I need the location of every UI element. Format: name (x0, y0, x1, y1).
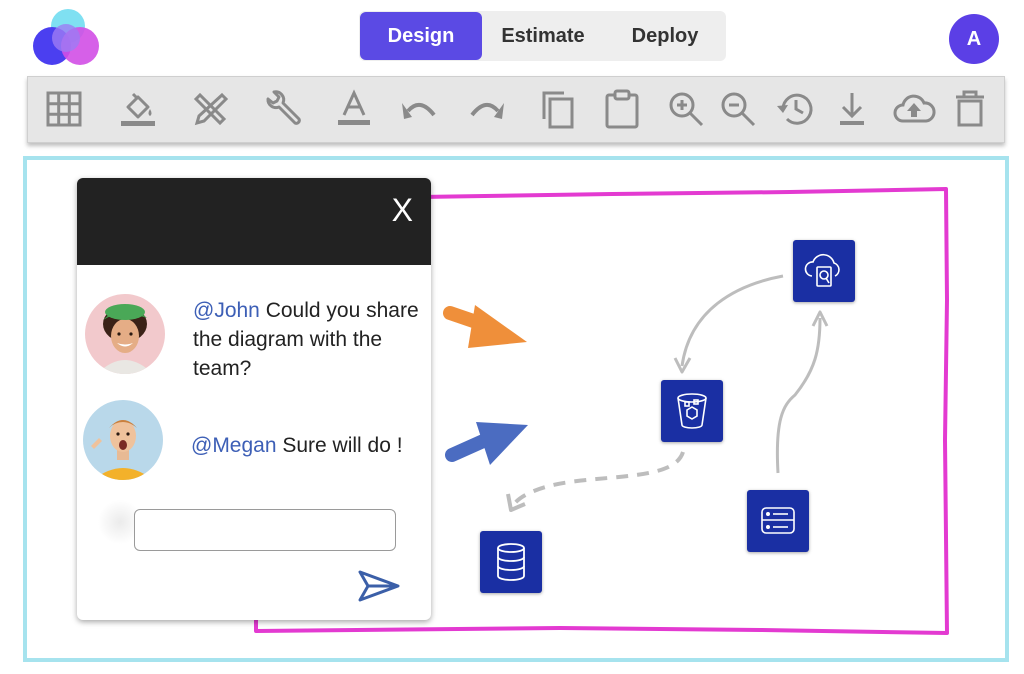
chat-message-1-text: Could you share the diagram with the tea… (193, 299, 419, 380)
mention-megan[interactable]: @Megan (191, 434, 277, 457)
sketch-frame (254, 187, 949, 635)
redo-icon[interactable] (464, 87, 508, 131)
mention-john[interactable]: @John (193, 299, 260, 322)
send-icon[interactable] (358, 570, 400, 602)
avatar-megan-responder (83, 400, 163, 480)
cloud-upload-icon[interactable] (892, 87, 936, 131)
toolbar (27, 76, 1005, 143)
avatar-john-requester (85, 294, 165, 374)
user-avatar[interactable]: A (949, 14, 999, 64)
chat-message-input[interactable] (134, 509, 396, 551)
connector-cloud-bucket (673, 274, 784, 374)
app-logo (28, 6, 104, 66)
history-icon[interactable] (774, 87, 818, 131)
undo-icon[interactable] (398, 87, 442, 131)
cloud-storage-icon[interactable] (793, 240, 855, 302)
text-color-icon[interactable] (332, 87, 376, 131)
mode-tabs: Design Estimate Deploy (359, 11, 726, 61)
chat-panel: X @John Could you share the diagram with… (77, 178, 431, 620)
tab-design[interactable]: Design (360, 12, 482, 60)
tab-deploy[interactable]: Deploy (631, 24, 699, 47)
orange-arrow (443, 305, 527, 348)
grid-icon[interactable] (42, 87, 86, 131)
wrench-icon[interactable] (260, 87, 304, 131)
server-icon[interactable] (747, 490, 809, 552)
connector-server-cloud (775, 310, 829, 474)
chat-message-2-text: Sure will do ! (276, 434, 403, 457)
copy-icon[interactable] (536, 87, 580, 131)
zoom-out-icon[interactable] (716, 87, 760, 131)
fill-color-icon[interactable] (116, 87, 160, 131)
connector-bucket-database (506, 451, 685, 512)
chat-header: X (77, 178, 431, 265)
close-button[interactable]: X (391, 192, 413, 228)
ruler-pencil-icon[interactable] (188, 87, 232, 131)
blue-arrow (445, 422, 528, 465)
download-icon[interactable] (830, 87, 874, 131)
tab-estimate[interactable]: Estimate (501, 24, 585, 47)
delete-icon[interactable] (948, 87, 992, 131)
bucket-icon[interactable] (661, 380, 723, 442)
chat-message-2: @Megan Sure will do ! (191, 431, 427, 460)
database-icon[interactable] (480, 531, 542, 593)
paste-icon[interactable] (600, 87, 644, 131)
chat-message-1: @John Could you share the diagram with t… (193, 296, 429, 383)
zoom-in-icon[interactable] (664, 87, 708, 131)
